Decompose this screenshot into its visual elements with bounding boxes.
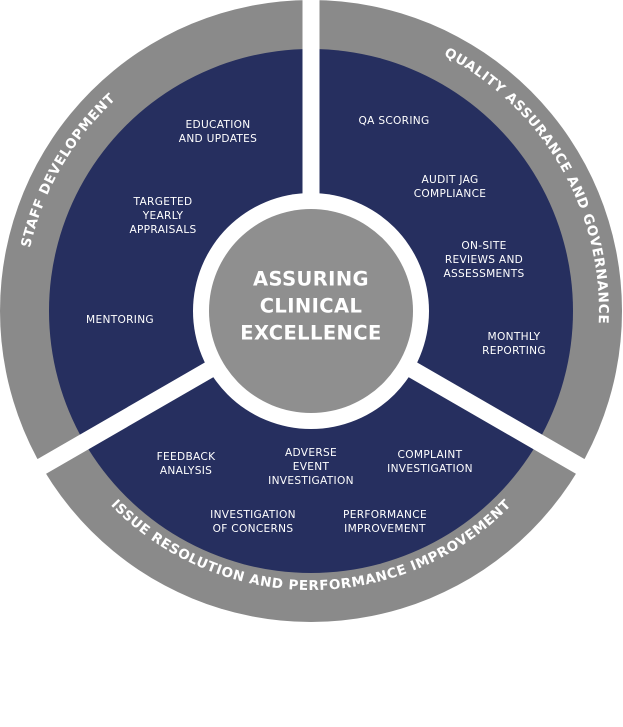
hub-circle bbox=[209, 209, 413, 413]
center-hub bbox=[193, 193, 429, 429]
item-staff-development-2: MENTORING bbox=[86, 314, 154, 326]
item-quality-assurance-0: QA SCORING bbox=[358, 115, 429, 127]
